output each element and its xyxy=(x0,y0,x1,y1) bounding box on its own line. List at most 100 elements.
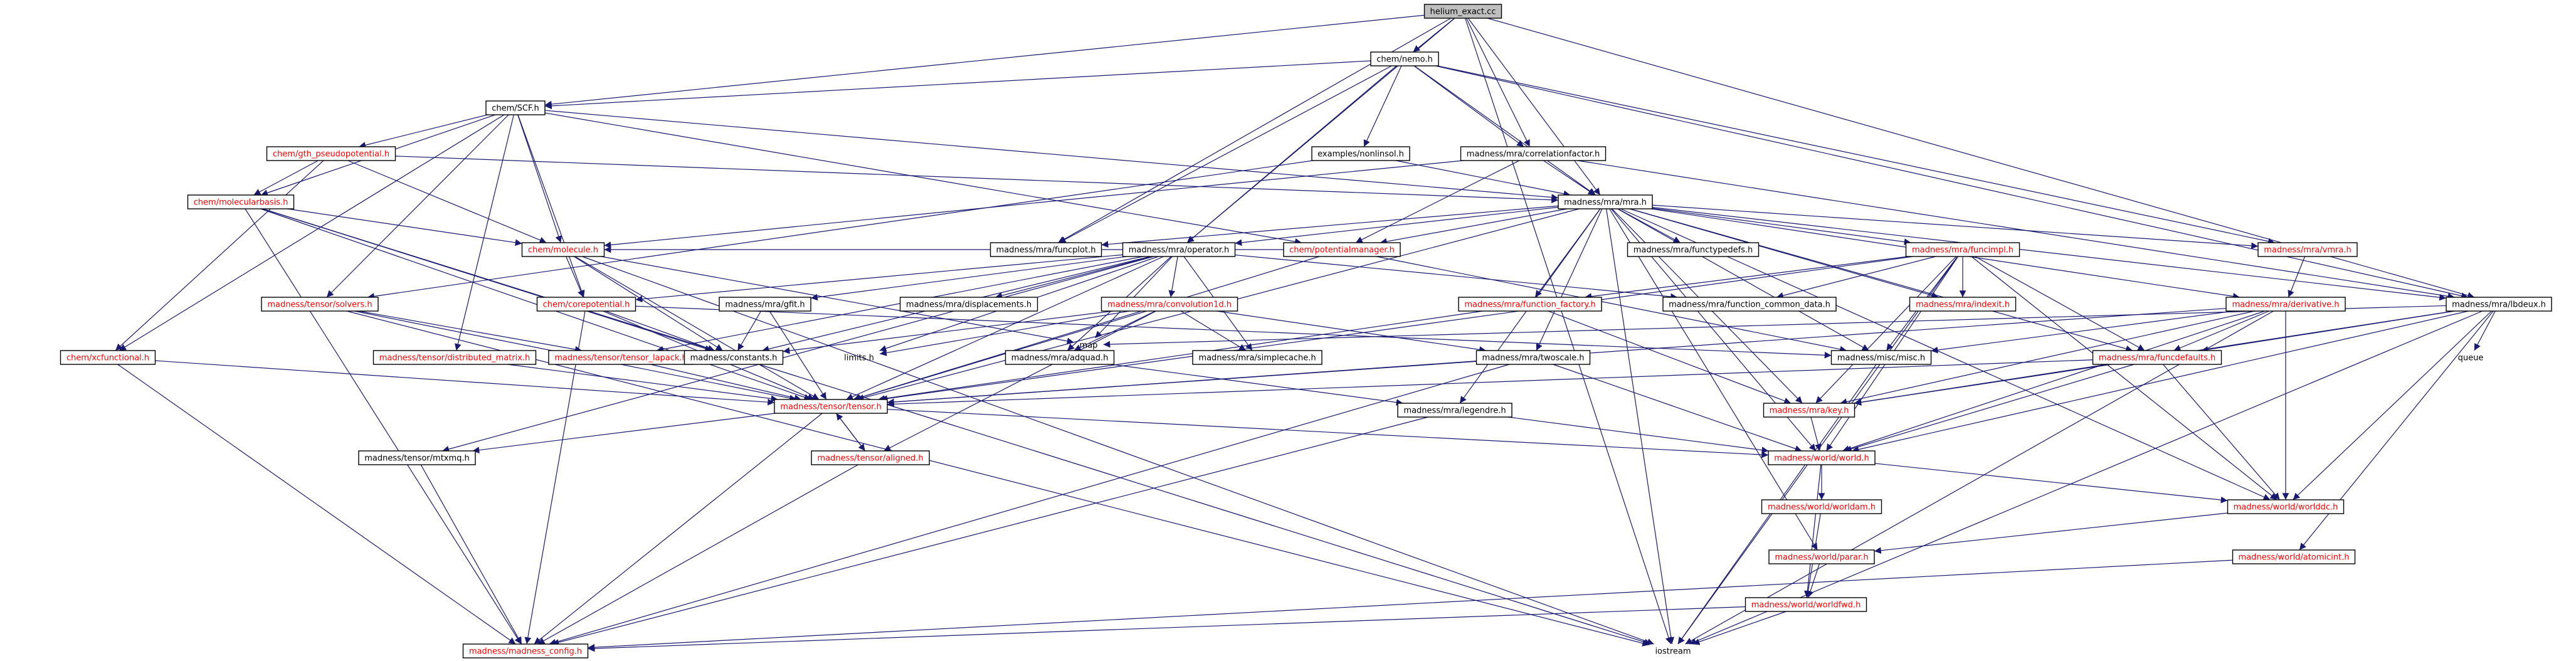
node-corepot[interactable]: chem/corepotential.h xyxy=(536,297,636,312)
node-distmatrix[interactable]: madness/tensor/distributed_matrix.h xyxy=(372,350,537,365)
edge-line xyxy=(1414,65,1596,196)
edge-mra-to-lbdeux xyxy=(1652,206,2447,301)
node-convolution1d[interactable]: madness/mra/convolution1d.h xyxy=(1101,297,1238,312)
edge-vmra-to-derivative xyxy=(2288,256,2306,298)
node-box xyxy=(1460,146,1607,161)
node-label: madness/tensor/distributed_matrix.h xyxy=(379,354,531,363)
edge-corrfac-to-mra xyxy=(1543,160,1595,196)
node-aligned[interactable]: madness/tensor/aligned.h xyxy=(811,450,930,465)
node-simplecache[interactable]: madness/mra/simplecache.h xyxy=(1192,350,1322,365)
edge-aligned-to-tensor xyxy=(835,413,866,452)
node-solvers[interactable]: madness/tensor/solvers.h xyxy=(261,297,379,312)
node-scf[interactable]: chem/SCF.h xyxy=(485,100,546,115)
node-tensorlapack[interactable]: madness/tensor/tensor_lapack.h xyxy=(548,350,694,365)
node-helium_exact[interactable]: helium_exact.cc xyxy=(1423,4,1502,19)
node-operator[interactable]: madness/mra/operator.h xyxy=(1122,242,1236,257)
node-gthpseudo[interactable]: chem/gth_pseudopotential.h xyxy=(266,146,396,161)
edge-line xyxy=(1617,208,1681,243)
node-label: madness/mra/key.h xyxy=(1770,406,1849,416)
node-indexit[interactable]: madness/mra/indexit.h xyxy=(1909,297,2017,312)
edge-line xyxy=(769,310,827,400)
edge-line xyxy=(1854,364,2112,406)
node-potman[interactable]: chem/potentialmanager.h xyxy=(1283,242,1401,257)
node-gfit[interactable]: madness/mra/gfit.h xyxy=(719,297,811,312)
node-constants[interactable]: madness/constants.h xyxy=(684,350,784,365)
node-madconfig[interactable]: madness/madness_config.h xyxy=(462,643,589,658)
node-funcdefaults[interactable]: madness/mra/funcdefaults.h xyxy=(2092,350,2222,365)
edge-gfit-to-tensor xyxy=(769,310,827,400)
edge-mra-to-parar xyxy=(1609,208,1818,551)
node-box xyxy=(1101,297,1238,312)
node-xcfunctional[interactable]: chem/xcfunctional.h xyxy=(60,350,156,365)
node-box xyxy=(372,350,537,365)
node-box xyxy=(1558,194,1653,209)
node-box xyxy=(1475,350,1591,365)
edge-line xyxy=(601,256,1074,345)
edge-functionfactory-to-tensor xyxy=(878,310,1483,402)
node-vmra[interactable]: madness/mra/vmra.h xyxy=(2257,242,2358,257)
edge-line xyxy=(1652,208,1911,245)
node-label: madness/mra/funcplot.h xyxy=(996,246,1096,255)
edge-lbdeux-to-worlddc xyxy=(2293,310,2492,500)
node-funcimpl[interactable]: madness/mra/funcimpl.h xyxy=(1905,242,2020,257)
edge-line xyxy=(783,310,1114,354)
edge-lbdeux-to-map xyxy=(1103,305,2447,348)
node-displacements[interactable]: madness/mra/displacements.h xyxy=(899,297,1038,312)
node-legendre[interactable]: madness/mra/legendre.h xyxy=(1397,403,1512,418)
edge-derivative-to-funcdefaults xyxy=(2173,310,2269,351)
node-label: chem/xcfunctional.h xyxy=(66,354,149,363)
node-box xyxy=(1768,450,1876,465)
edge-line xyxy=(846,256,1164,400)
node-molbasis[interactable]: chem/molecularbasis.h xyxy=(187,194,295,209)
node-functionfactory[interactable]: madness/mra/function_factory.h xyxy=(1458,297,1602,312)
edge-operator-to-corepot xyxy=(635,254,1123,303)
node-world[interactable]: madness/world/world.h xyxy=(1768,450,1876,465)
node-worldfwd[interactable]: madness/world/worldfwd.h xyxy=(1745,597,1867,612)
node-key[interactable]: madness/mra/key.h xyxy=(1763,403,1855,418)
node-tensor[interactable]: madness/tensor/tensor.h xyxy=(774,399,888,414)
edge-scf-to-xcfunctional xyxy=(119,114,505,351)
edge-molbasis-to-molecule xyxy=(287,208,522,246)
node-nonlinsol[interactable]: examples/nonlinsol.h xyxy=(1311,146,1410,161)
edge-line xyxy=(537,464,858,645)
edge-line xyxy=(1235,254,1677,300)
edge-line xyxy=(544,60,1371,110)
edge-line xyxy=(1437,65,2276,245)
node-nemo[interactable]: chem/nemo.h xyxy=(1370,51,1439,66)
node-box xyxy=(187,194,295,209)
node-lbdeux[interactable]: madness/mra/lbdeux.h xyxy=(2446,297,2552,312)
node-iostream: iostream xyxy=(1655,647,1691,657)
node-corrfac[interactable]: madness/mra/correlationfactor.h xyxy=(1460,146,1607,161)
node-functioncommon[interactable]: madness/mra/function_common_data.h xyxy=(1662,297,1837,312)
node-worldam[interactable]: madness/world/worldam.h xyxy=(1761,499,1882,514)
edge-derivative-to-iostream xyxy=(1685,310,2274,645)
node-derivative[interactable]: madness/mra/derivative.h xyxy=(2225,297,2346,312)
edge-funcdefaults-to-tensor xyxy=(887,359,2093,408)
node-adquad[interactable]: madness/mra/adquad.h xyxy=(1005,350,1115,365)
edge-nemo-to-vmra xyxy=(1437,65,2276,245)
node-box xyxy=(1192,350,1322,365)
edge-nemo-to-funcplot xyxy=(1058,65,1392,243)
node-funcplot[interactable]: madness/mra/funcplot.h xyxy=(990,242,1102,257)
edge-line xyxy=(887,361,1477,406)
node-box xyxy=(2232,549,2356,564)
node-molecule[interactable]: chem/molecule.h xyxy=(521,242,605,257)
edge-line xyxy=(2293,310,2492,500)
edge-distmatrix-to-tensor xyxy=(507,364,778,402)
node-box xyxy=(2227,499,2345,514)
edge-line xyxy=(1380,208,1568,245)
node-mra[interactable]: madness/mra/mra.h xyxy=(1558,194,1653,209)
node-atomicint[interactable]: madness/world/atomicint.h xyxy=(2232,549,2356,564)
node-label: examples/nonlinsol.h xyxy=(1317,150,1404,159)
edge-lbdeux-to-iostream xyxy=(1689,310,2483,645)
edge-gthpseudo-to-xcfunctional xyxy=(115,160,324,351)
node-parar[interactable]: madness/world/parar.h xyxy=(1768,549,1875,564)
node-worlddc[interactable]: madness/world/worlddc.h xyxy=(2227,499,2345,514)
node-label: helium_exact.cc xyxy=(1430,8,1496,17)
node-mtxmq[interactable]: madness/tensor/mtxmq.h xyxy=(358,450,476,465)
node-functypedefs[interactable]: madness/mra/functypedefs.h xyxy=(1627,242,1760,257)
edge-line xyxy=(650,364,801,401)
node-misc[interactable]: madness/misc/misc.h xyxy=(1830,350,1932,365)
edge-nemo-to-lbdeux xyxy=(1435,65,2469,299)
node-twoscale[interactable]: madness/mra/twoscale.h xyxy=(1475,350,1591,365)
